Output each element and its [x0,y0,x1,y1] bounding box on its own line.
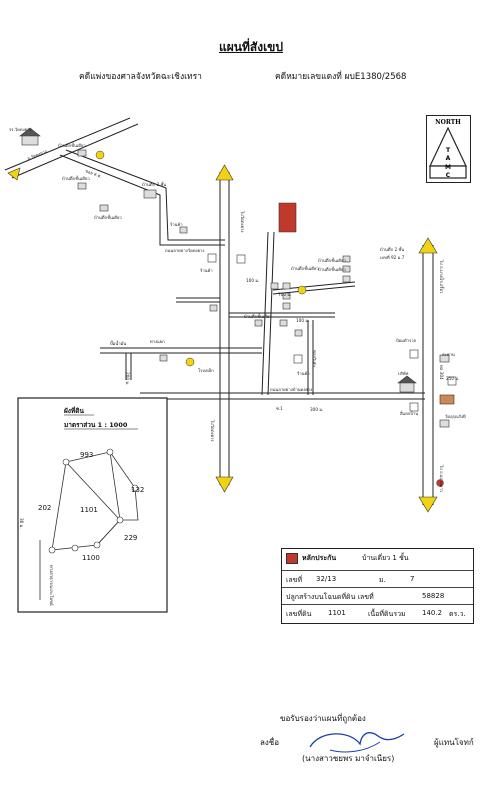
svg-text:ทางแยก: ทางแยก [150,339,165,344]
svg-text:ถนนลาดยางบ้านดงยาง: ถนนลาดยางบ้านดงยาง [270,387,312,392]
svg-text:M: M [445,164,451,171]
svg-text:บ้านตึกชั้นเดียว: บ้านตึกชั้นเดียว [62,175,90,181]
svg-text:บริษัท: บริษัท [398,371,409,376]
lot-1101: 1101 [80,506,98,514]
svg-text:เลขที่ 92 ม.7: เลขที่ 92 ม.7 [380,254,405,260]
svg-text:ปั๊มน้ำมัน: ปั๊มน้ำมัน [110,340,126,346]
svg-text:ถ.วัดดงยาง: ถ.วัดดงยาง [27,149,48,161]
role-label: ผู้แทนโจทก์ [434,738,474,747]
collateral-parcel [278,202,297,233]
legend-row-title: หลักประกัน บ้านเดี่ยว 1 ชั้น [282,549,473,566]
svg-text:NORTH: NORTH [435,119,461,126]
svg-text:ซอย ส.ห.: ซอย ส.ห. [85,168,103,179]
signature-mark [309,732,405,753]
svg-text:300 ม.: 300 ม. [310,407,323,412]
lot-202: 202 [38,504,51,512]
svg-text:ไปวัดดงยาง: ไปวัดดงยาง [210,419,216,441]
north-compass: NORTH T A M C [426,115,471,183]
svg-text:ซอยวิเศษ: ซอยวิเศษ [312,350,317,367]
map-title: แผนที่สังเขป [219,40,283,54]
court-label: คดีแพ่งของศาลจังหวัดฉะเชิงเทรา [79,72,202,82]
svg-text:700 ม.: 700 ม. [278,292,291,297]
svg-text:ซ.1: ซ.1 [276,406,283,411]
svg-text:200 ม.: 200 ม. [125,372,130,385]
svg-text:30 ม.: 30 ม. [19,518,24,529]
svg-text:วัดอุรุณรังษี: วัดอุรุณรังษี [445,414,466,420]
svg-text:บ้านตึกชั้นเดียว: บ้านตึกชั้นเดียว [291,265,319,271]
south-arrow-highway-bottom [418,496,438,513]
inset-scale: มาตราส่วน 1 : 1000 [64,421,128,429]
svg-text:บ้านตึกชั้นเดียว: บ้านตึกชั้นเดียว [244,313,272,319]
signer-name: (นางสาวชยพร มาจำเนียร) [302,754,395,763]
lot-993: 993 [80,451,93,459]
svg-text:บ้านตึกชั้นเดียว: บ้านตึกชั้นเดียว [58,142,86,148]
svg-text:ป้อมตำรวจ: ป้อมตำรวจ [396,338,417,343]
svg-text:ถนนลาดยางวัดดงยาง: ถนนลาดยางวัดดงยาง [165,248,204,253]
legend-row-no: เลขที่ 32/13 ม. 7 [282,570,473,588]
svg-text:ทล.304: ทล.304 [439,365,444,380]
svg-text:บ้านตึกชั้นเดียว: บ้านตึกชั้นเดียว [318,257,346,263]
svg-text:ร้านค้า: ร้านค้า [170,222,183,227]
legend-box: หลักประกัน บ้านเดี่ยว 1 ชั้น เลขที่ 32/1… [281,548,474,624]
svg-text:บ้านตึก 2 ชั้น: บ้านตึก 2 ชั้น [142,181,166,187]
svg-text:ร้านค้า: ร้านค้า [297,371,310,376]
inset-title: ผังที่ดิน [64,405,84,415]
north-arrow-highway-top [418,237,438,254]
south-arrow-road-bottom [215,476,234,493]
svg-text:บ้านตึก 2 ชั้น: บ้านตึก 2 ชั้น [380,246,404,252]
legend-row-land: เลขที่ดิน 1101 เนื้อที่ดินรวม 140.2 ตร.ว… [282,604,473,622]
inset-road: ทางสาธารณประโยชน์ [49,565,54,606]
svg-text:ไปวัดดงยาง: ไปวัดดงยาง [240,210,246,232]
svg-text:สี่แยกบ้าน: สี่แยกบ้าน [400,410,419,416]
certify-text: ขอรับรองว่าแผนที่ถูกต้อง [280,714,366,723]
north-arrow-road-top [215,164,234,181]
svg-text:ไป อ.บางน้ำเปรี้ยว: ไป อ.บางน้ำเปรี้ยว [439,259,445,294]
lot-1100: 1100 [82,554,100,562]
svg-text:บ้านตึกชั้นเดียว: บ้านตึกชั้นเดียว [94,214,122,220]
legend-row-deed: ปลูกสร้างบนโฉนดที่ดิน เลขที่ 58828 [282,587,473,605]
svg-text:บ้านตึกชั้นเดียว: บ้านตึกชั้นเดียว [318,266,346,272]
svg-text:ร้านค้า: ร้านค้า [200,268,213,273]
inset-frame [17,397,168,613]
collateral-swatch [286,553,298,564]
svg-text:100 ม.: 100 ม. [246,278,259,283]
svg-text:100 ม.: 100 ม. [296,318,309,323]
label-school: รร.วัดดงยาง [9,127,32,132]
svg-text:T: T [446,147,451,154]
lot-229: 229 [124,534,137,542]
case-number: คดีหมายเลขแดงที่ ผบE1380/2568 [275,72,407,82]
svg-text:250 ม.: 250 ม. [446,376,459,381]
svg-text:C: C [446,172,451,179]
svg-text:โรงเหล็ก: โรงเหล็ก [198,367,214,373]
svg-text:A: A [446,155,451,162]
svg-text:ไป อ.แปลงยาว: ไป อ.แปลงยาว [439,464,445,493]
lot-132: 132 [131,486,144,494]
svg-text:สะพาน: สะพาน [442,352,455,357]
sign-label: ลงชื่อ [260,738,280,747]
